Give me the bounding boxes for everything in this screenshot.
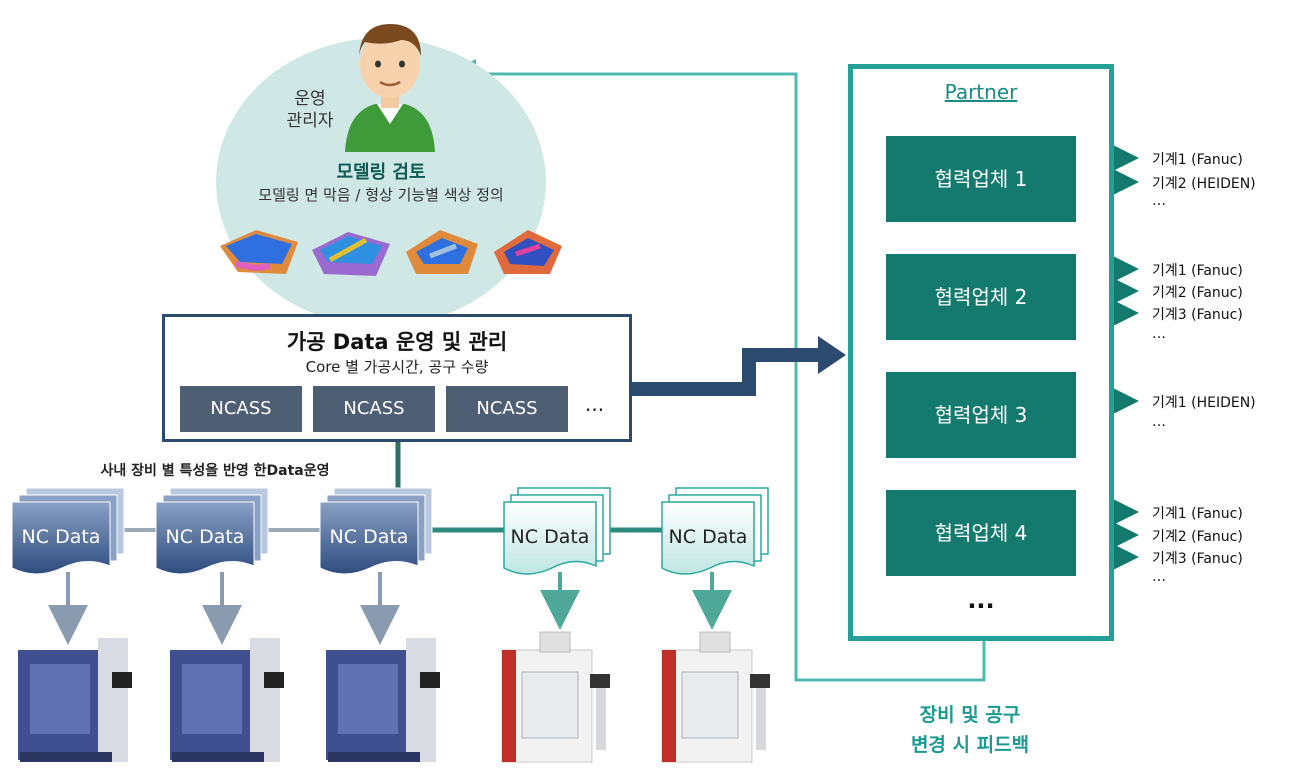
ncass-module-2: NCASS	[313, 386, 435, 432]
cnc-machine-icon-3	[326, 638, 440, 762]
nc-data-label-3: NC Data	[329, 526, 409, 548]
partner-label: Partner	[944, 80, 1018, 104]
feedback-line	[446, 59, 986, 682]
vendor-3-box: 협력업체 3	[886, 372, 1076, 458]
ncass-module-1: NCASS	[180, 386, 302, 432]
vendor-2-machine-1: 기계1 (Fanuc)	[1152, 263, 1243, 279]
data-operations-title: 가공 Data 운영 및 관리	[286, 330, 508, 354]
nc-data-label-1: NC Data	[21, 526, 101, 548]
machines	[18, 631, 770, 763]
vendor-4-box: 협력업체 4	[886, 490, 1076, 576]
vendor-3-machine-1: 기계1 (HEIDEN)	[1152, 395, 1256, 411]
vendor-4-more: …	[1152, 569, 1166, 585]
operator-label-line1: 운영	[294, 89, 326, 109]
nc-data-doc-icon-1	[11, 487, 125, 575]
partner-arrow	[632, 336, 846, 396]
inhouse-data-label: 사내 장비 별 특성을 반영 한Data운영	[100, 463, 330, 479]
mold-model-icon-1	[220, 230, 298, 274]
feedback-label: 장비 및 공구 변경 시 피드백	[880, 700, 1060, 760]
mold-model-icon-2	[312, 232, 390, 276]
vendor-1-machine-2: 기계2 (HEIDEN)	[1152, 176, 1256, 192]
operator-label-line2: 관리자	[286, 111, 334, 131]
operator-avatar-icon	[345, 24, 435, 152]
mold-model-icons	[220, 230, 562, 276]
feedback-label-line2: 변경 시 피드백	[910, 734, 1030, 756]
vendor-4-machine-3: 기계3 (Fanuc)	[1152, 551, 1243, 567]
vendor-1-machine-1: 기계1 (Fanuc)	[1152, 152, 1243, 168]
nc-data-doc-icon-4	[503, 487, 611, 575]
cnc-machine-icon-2	[170, 638, 284, 762]
vendor-2-machine-2: 기계2 (Fanuc)	[1152, 285, 1243, 301]
nc-data-documents	[11, 487, 769, 575]
vendor-4-machine-1: 기계1 (Fanuc)	[1152, 506, 1243, 522]
modeling-title: 모델링 검토	[336, 162, 426, 183]
nc-data-doc-icon-3	[319, 487, 433, 575]
vendor-2-more: …	[1152, 326, 1166, 342]
data-operations-subtitle: Core 별 가공시간, 공구 수량	[305, 358, 489, 376]
vendor-4-machine-2: 기계2 (Fanuc)	[1152, 529, 1243, 545]
cnc-machine-icon-4	[501, 631, 610, 763]
ncass-more: ...	[585, 392, 605, 416]
modeling-subtitle: 모델링 면 막음 / 형상 기능별 색상 정의	[258, 186, 504, 204]
vendor-1-more: …	[1152, 193, 1166, 209]
nc-data-label-5: NC Data	[668, 526, 748, 548]
operator-label: 운영 관리자	[270, 88, 350, 132]
cnc-machine-icon-1	[18, 638, 132, 762]
vendor-2-machine-3: 기계3 (Fanuc)	[1152, 307, 1243, 323]
nc-data-label-4: NC Data	[510, 526, 590, 548]
cnc-machine-icon-5	[661, 631, 770, 763]
partner-more: ...	[967, 586, 995, 614]
nc-data-label-2: NC Data	[165, 526, 245, 548]
feedback-label-line1: 장비 및 공구	[919, 704, 1021, 726]
vendor-1-box: 협력업체 1	[886, 136, 1076, 222]
nc-data-doc-icon-2	[155, 487, 269, 575]
vendor-2-box: 협력업체 2	[886, 254, 1076, 340]
mold-model-icon-3	[406, 230, 478, 274]
ncass-module-3: NCASS	[446, 386, 568, 432]
nc-data-doc-icon-5	[661, 487, 769, 575]
vendor-3-more: …	[1152, 414, 1166, 430]
mold-model-icon-4	[494, 230, 562, 274]
